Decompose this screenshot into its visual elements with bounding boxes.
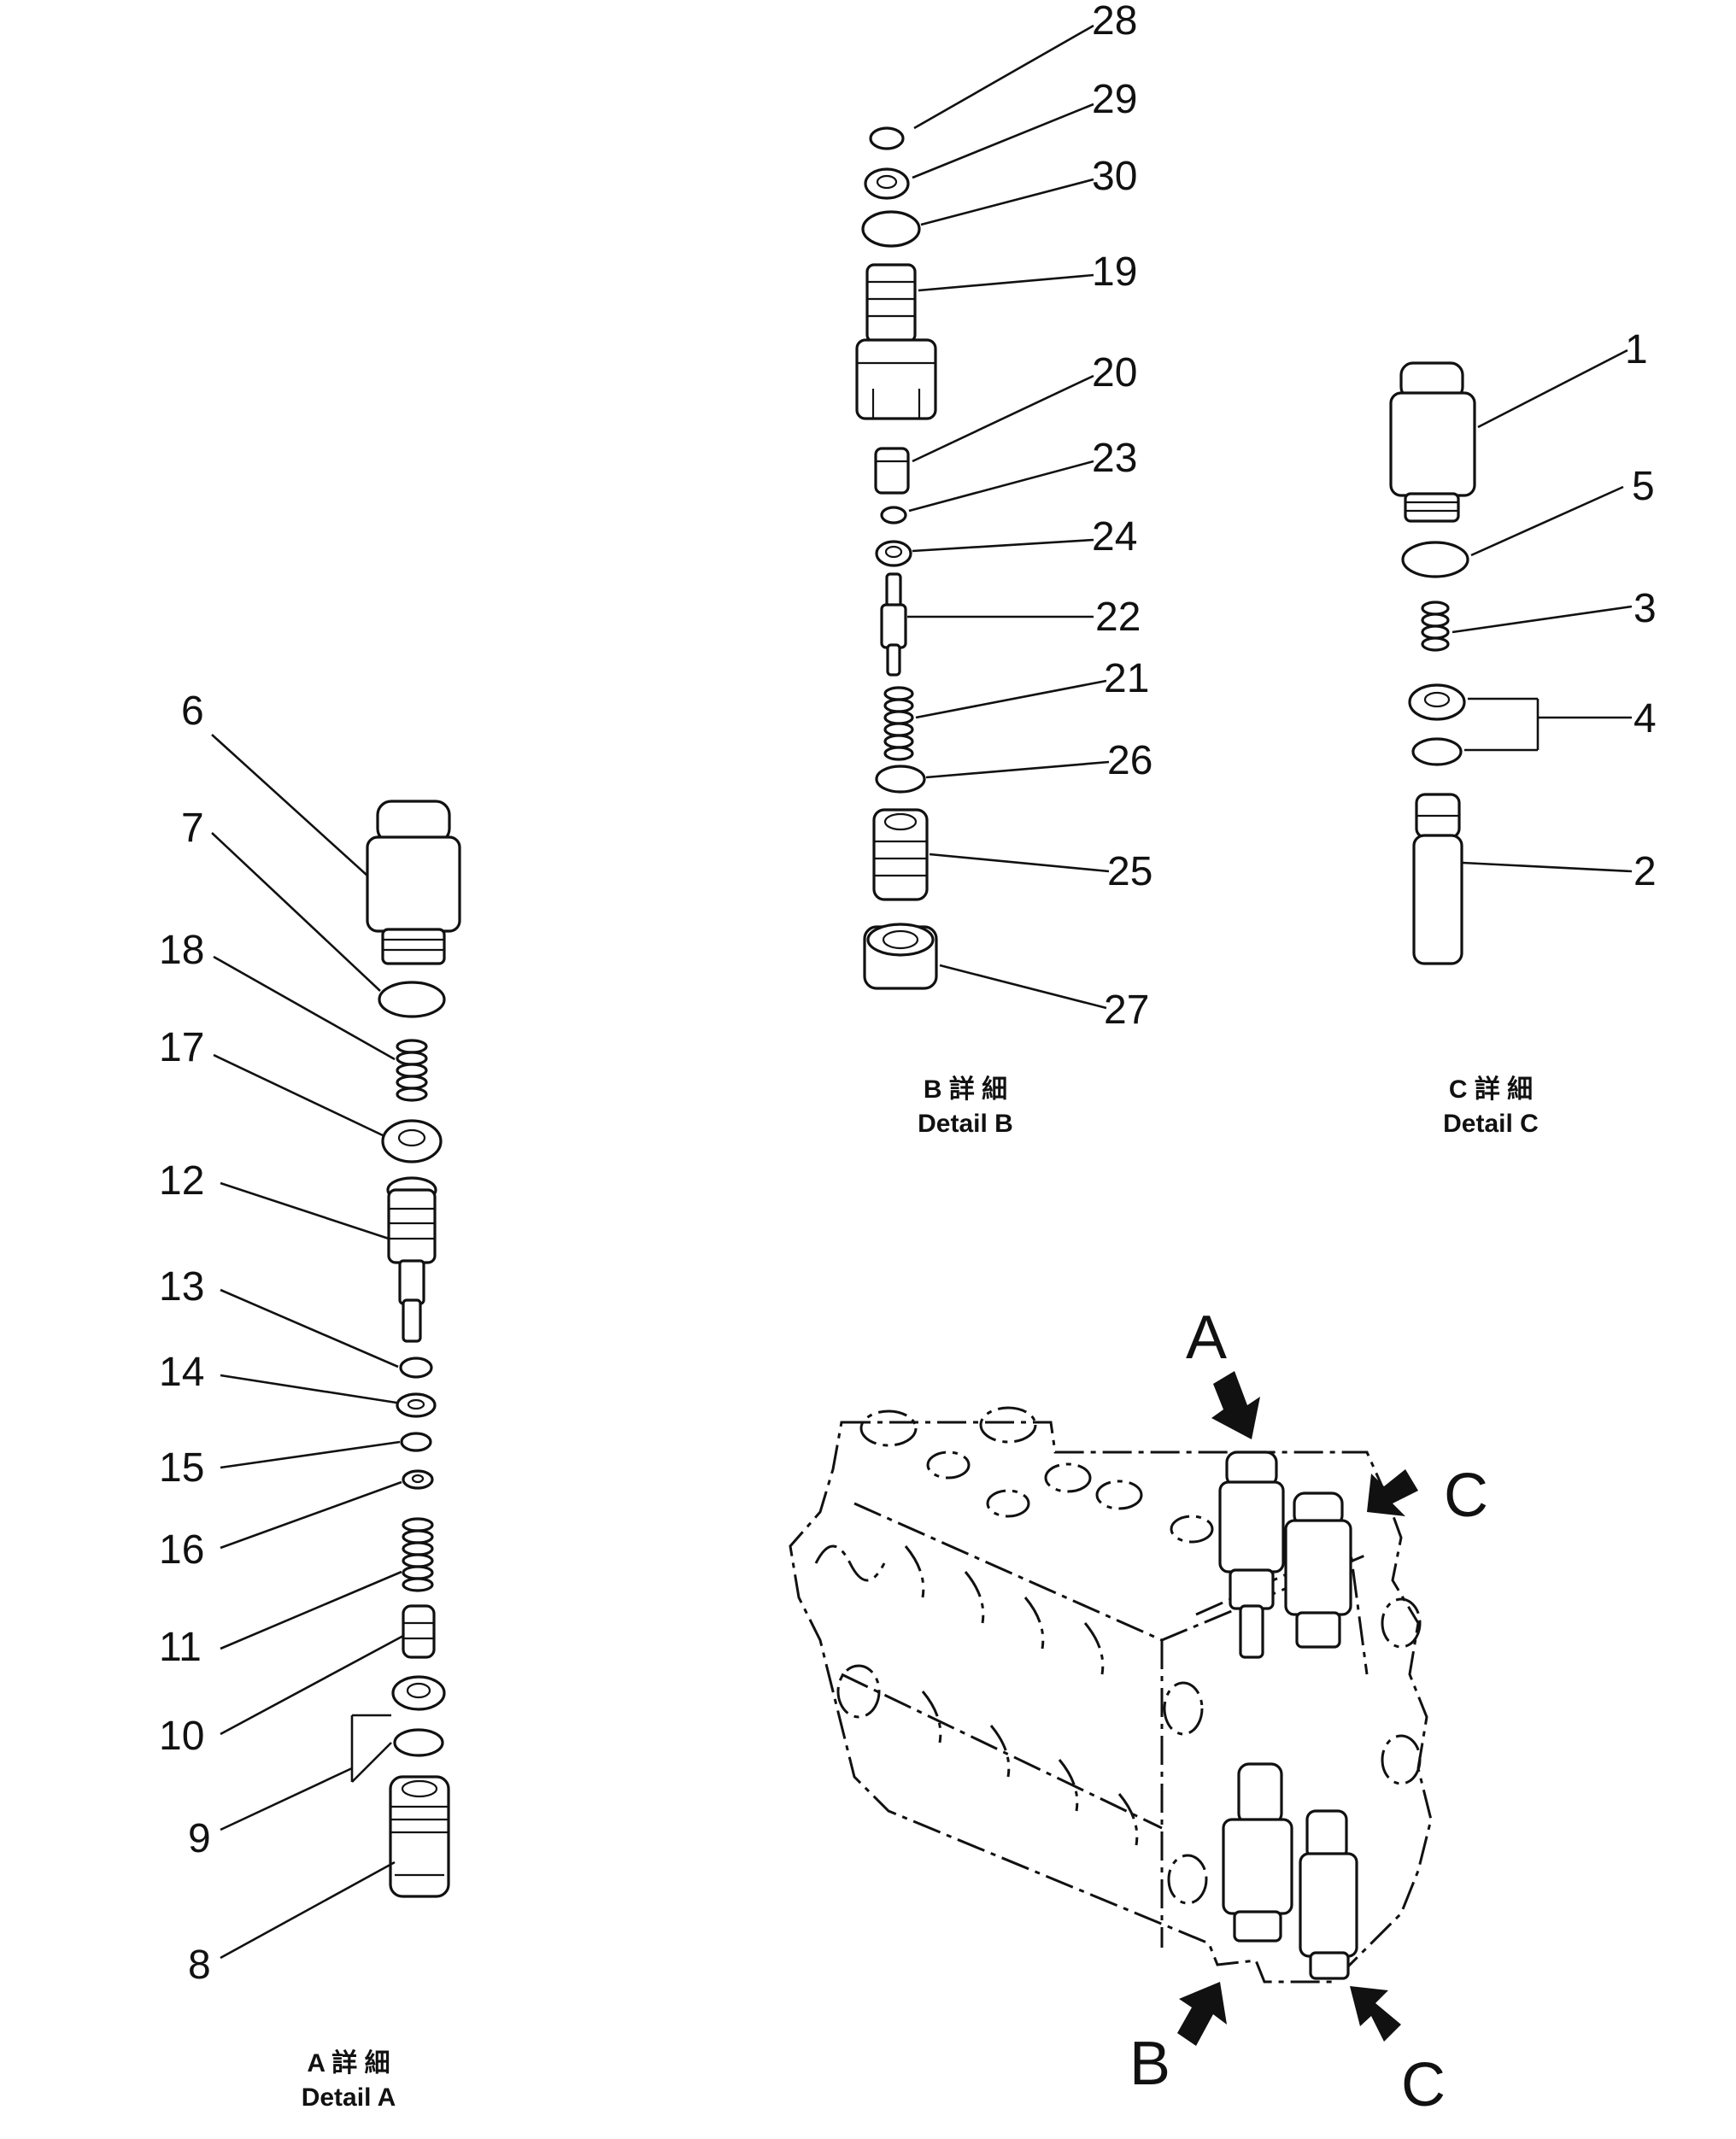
detail-a-parts (366, 800, 461, 1898)
view-letter-c-upper: C (1444, 1462, 1488, 1530)
callouts-detail-b: 28 29 30 19 20 23 24 22 21 26 25 27 (1092, 0, 1152, 1033)
part-7-oring (378, 981, 446, 1018)
part-19-plug (855, 263, 937, 420)
callout-9: 9 (188, 1816, 211, 1861)
control-valve-assembly (789, 1406, 1433, 1984)
callouts-detail-a: 6 7 18 17 12 13 14 15 16 11 10 9 8 (159, 689, 211, 1988)
callouts-detail-c: 1 5 3 4 2 (1625, 327, 1657, 894)
part-9-oring (393, 1728, 444, 1757)
detail-c-parts (1389, 361, 1476, 965)
callout-23: 23 (1092, 436, 1137, 481)
callout-11: 11 (159, 1625, 202, 1670)
caption-detail-b-jp: B 詳 細 (924, 1075, 1007, 1104)
valve-c-lower-installed (1299, 1809, 1358, 1980)
part-20-piston (874, 447, 910, 495)
callout-8: 8 (188, 1943, 211, 1988)
part-18-spring (396, 1039, 428, 1102)
callout-7: 7 (181, 806, 204, 851)
part-16-washer (402, 1469, 434, 1490)
callout-26: 26 (1107, 738, 1152, 783)
arrow-a-icon (1211, 1371, 1260, 1439)
part-25-seat (872, 808, 929, 901)
callout-22: 22 (1095, 595, 1141, 640)
arrow-c-upper-icon (1367, 1469, 1418, 1516)
callout-20: 20 (1092, 350, 1137, 396)
relief-valve-a-installed (1218, 1450, 1285, 1659)
part-24-washer (875, 540, 912, 567)
view-letters: A C B C (1129, 1304, 1488, 2119)
callout-13: 13 (159, 1264, 204, 1310)
callout-12: 12 (159, 1158, 204, 1204)
arrow-b-icon (1177, 1982, 1227, 2046)
part-8-sleeve (389, 1775, 450, 1898)
arrow-c-lower-icon (1350, 1986, 1401, 2042)
part-30-oring (861, 210, 921, 248)
part-12-poppet (386, 1176, 437, 1343)
detail-captions: B 詳 細 Detail B C 詳 細 Detail C A 詳 細 Deta… (302, 1075, 1539, 2112)
part-1-plug (1389, 361, 1476, 523)
caption-detail-a-en: Detail A (302, 2083, 396, 2112)
view-letter-a: A (1186, 1304, 1227, 1372)
callout-29: 29 (1092, 77, 1137, 122)
callout-30: 30 (1092, 154, 1137, 199)
callout-24: 24 (1092, 514, 1137, 560)
callout-27: 27 (1104, 987, 1149, 1033)
part-11-spring (402, 1517, 434, 1592)
part-27-nut (863, 923, 938, 990)
caption-detail-a-jp: A 詳 細 (307, 2048, 390, 2077)
part-15-oring (400, 1432, 432, 1452)
caption-detail-c-jp: C 詳 細 (1449, 1075, 1533, 1104)
part-5-oring (1401, 541, 1469, 578)
callout-5: 5 (1632, 464, 1655, 509)
view-letter-c-lower: C (1401, 2051, 1446, 2119)
part-29-washer (864, 167, 910, 200)
callout-6: 6 (181, 689, 204, 734)
part-22-pin (880, 572, 907, 677)
part-14-washer (396, 1392, 437, 1418)
callout-4: 4 (1633, 696, 1657, 741)
callout-19: 19 (1092, 249, 1137, 295)
callout-16: 16 (159, 1527, 204, 1573)
caption-detail-b-en: Detail B (918, 1110, 1013, 1138)
callout-21: 21 (1104, 656, 1149, 701)
part-2-spool (1412, 793, 1463, 965)
relief-valve-c-installed (1284, 1491, 1352, 1649)
callout-14: 14 (159, 1350, 204, 1395)
part-9-washer (391, 1675, 446, 1711)
callout-15: 15 (159, 1445, 204, 1491)
part-10-poppet (402, 1604, 436, 1659)
callout-1: 1 (1625, 327, 1648, 372)
callout-25: 25 (1107, 849, 1152, 894)
part-4-washer (1408, 683, 1466, 721)
part-17-washer (381, 1119, 443, 1163)
caption-detail-c-en: Detail C (1443, 1110, 1539, 1138)
callout-18: 18 (159, 928, 204, 973)
part-21-spring (883, 686, 914, 761)
leader-lines (211, 24, 1633, 1960)
callout-10: 10 (159, 1714, 204, 1759)
part-13-oring (399, 1357, 433, 1379)
detail-b-parts (855, 126, 938, 990)
callout-17: 17 (159, 1025, 204, 1070)
callout-3: 3 (1633, 586, 1657, 631)
part-28-oring (869, 126, 905, 150)
part-6-plug (366, 800, 461, 965)
part-4-oring (1411, 737, 1463, 766)
callout-2: 2 (1633, 849, 1657, 894)
view-arrows (1177, 1371, 1418, 2046)
part-3-spring (1421, 601, 1450, 652)
valve-b-installed (1222, 1762, 1293, 1943)
part-26-oring (875, 765, 926, 794)
callout-28: 28 (1092, 0, 1137, 44)
view-letter-b: B (1129, 2030, 1170, 2098)
part-23-oring (880, 506, 907, 524)
